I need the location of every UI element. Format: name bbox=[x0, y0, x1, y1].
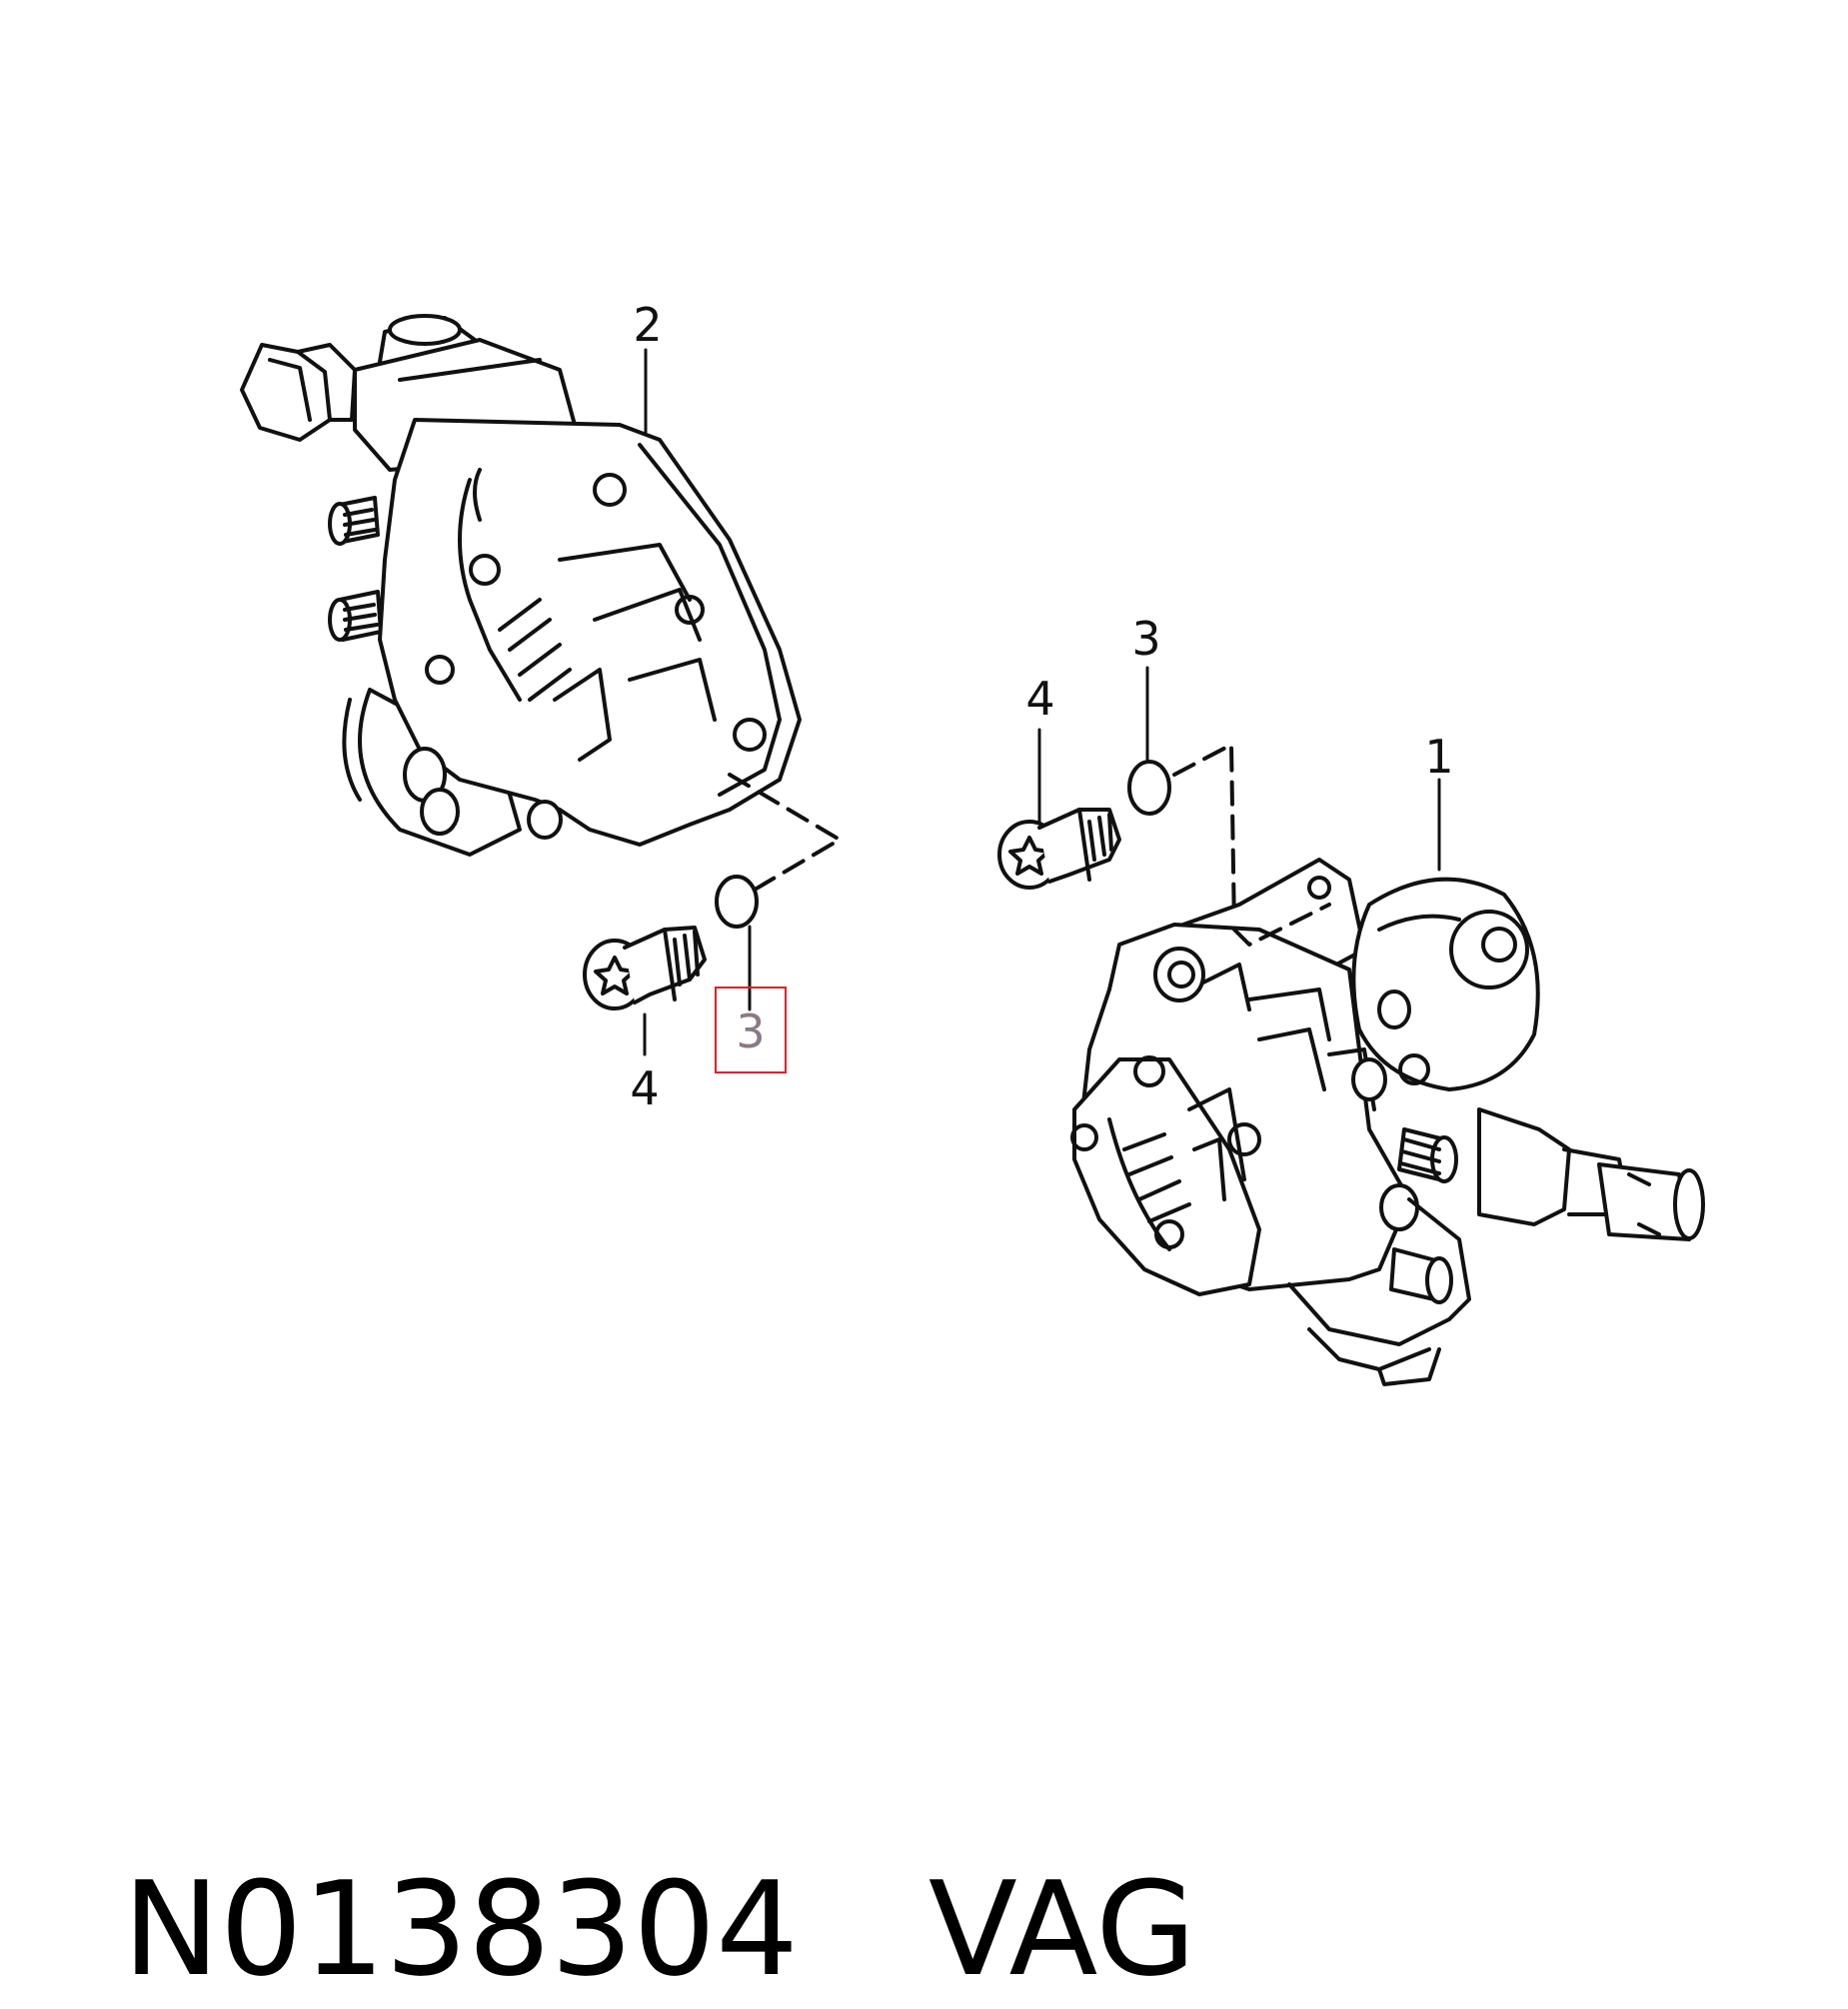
brand-name: VAG bbox=[927, 1853, 1196, 2005]
callout-oring-upper[interactable]: 3 bbox=[1131, 612, 1160, 666]
exploded-parts-diagram: 2 1 3 4 4 3 bbox=[240, 298, 1705, 1386]
leader-lines bbox=[643, 348, 1441, 1056]
oring-lower-illustration bbox=[715, 875, 759, 929]
part-caption: N0138304 VAG bbox=[40, 1689, 1196, 2005]
bolt-lower-illustration bbox=[583, 926, 707, 1010]
oring-upper-illustration bbox=[1127, 760, 1171, 816]
callout-bolt-lower[interactable]: 4 bbox=[630, 1061, 659, 1115]
bolt-upper-illustration bbox=[997, 808, 1121, 890]
axis-upper-illustration bbox=[1172, 743, 1236, 932]
callout-bolt-upper[interactable]: 4 bbox=[1025, 672, 1054, 726]
callout-pump-left[interactable]: 2 bbox=[633, 298, 662, 352]
highlight-box[interactable] bbox=[715, 987, 787, 1073]
callout-oring-lower-highlighted[interactable]: 3 bbox=[736, 1004, 765, 1058]
callout-pump-right[interactable]: 1 bbox=[1424, 730, 1453, 784]
pump-left-illustration bbox=[240, 314, 842, 892]
part-number: N0138304 bbox=[122, 1853, 799, 2005]
pump-right-illustration bbox=[1070, 858, 1705, 1386]
